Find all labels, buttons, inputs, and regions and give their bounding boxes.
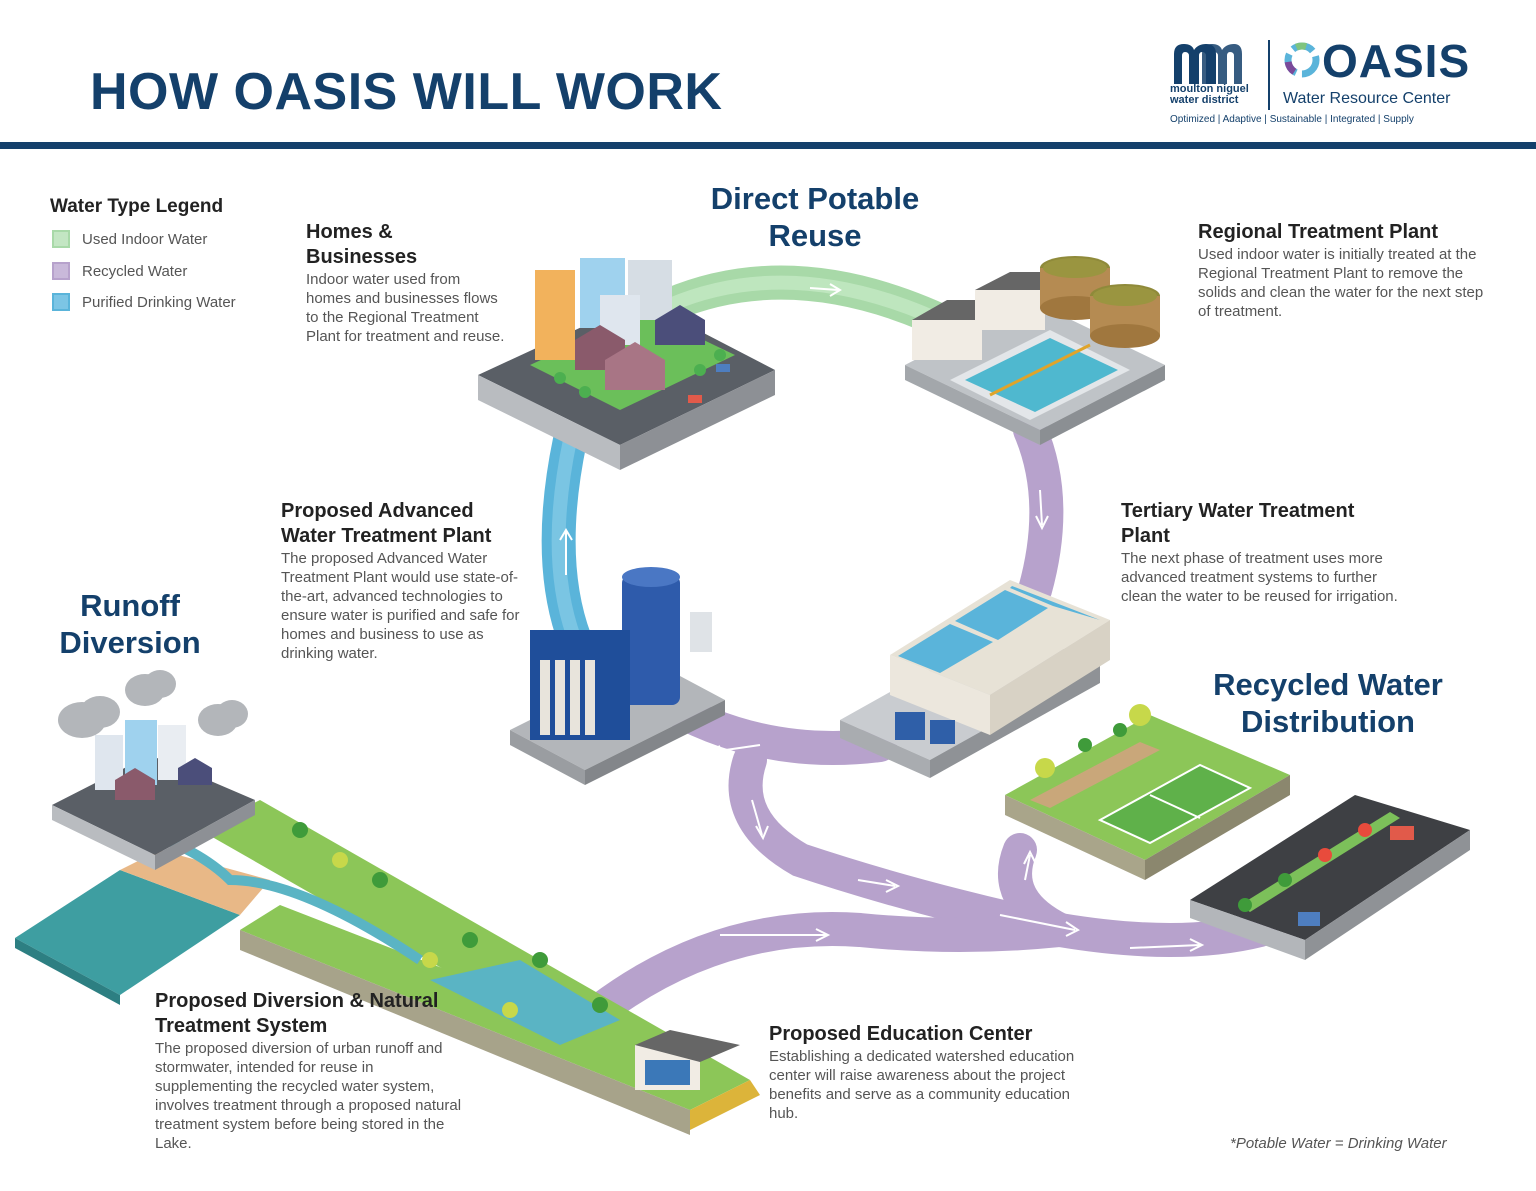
tertiary-treatment-plant-illustration bbox=[840, 580, 1110, 778]
diversion-title: Proposed Diversion & Natural Treatment S… bbox=[155, 990, 439, 1037]
diversion-body: The proposed diversion of urban runoff a… bbox=[155, 1040, 462, 1152]
homes-body: Indoor water used from homes and busines… bbox=[306, 271, 505, 345]
diversion-section: Proposed Diversion & Natural Treatment S… bbox=[155, 989, 465, 1153]
legend-label: Recycled Water bbox=[82, 262, 188, 280]
legend-swatch bbox=[52, 293, 70, 311]
regional-treatment-plant-illustration bbox=[905, 256, 1165, 445]
header-divider bbox=[0, 142, 1536, 149]
footnote: *Potable Water = Drinking Water bbox=[1230, 1135, 1447, 1152]
oasis-subtitle: Water Resource Center bbox=[1283, 90, 1451, 107]
regional-title: Regional Treatment Plant bbox=[1198, 221, 1439, 243]
advanced-section: Proposed Advanced Water Treatment Plant … bbox=[281, 499, 531, 663]
advanced-treatment-plant-illustration bbox=[510, 567, 725, 785]
education-section: Proposed Education Center Establishing a… bbox=[769, 1022, 1079, 1123]
legend-swatch bbox=[52, 262, 70, 280]
used-indoor-water-pipe bbox=[653, 265, 977, 347]
homes-businesses-illustration bbox=[478, 258, 775, 470]
legend-item-used-indoor: Used Indoor Water bbox=[52, 228, 207, 250]
tertiary-body: The next phase of treatment uses more ad… bbox=[1121, 550, 1398, 605]
purified-water-pipe bbox=[541, 423, 592, 657]
education-body: Establishing a dedicated watershed educa… bbox=[769, 1048, 1075, 1122]
education-title: Proposed Education Center bbox=[769, 1023, 1033, 1045]
tagline: Optimized | Adaptive | Sustainable | Int… bbox=[1170, 114, 1414, 125]
district-name: moulton niguel water district bbox=[1170, 83, 1249, 106]
homes-section: Homes & Businesses Indoor water used fro… bbox=[306, 220, 506, 346]
regional-section: Regional Treatment Plant Used indoor wat… bbox=[1198, 220, 1488, 321]
homes-title: Homes & Businesses bbox=[306, 221, 418, 268]
legend-label: Used Indoor Water bbox=[82, 230, 208, 248]
direct-potable-reuse-label: Direct Potable Reuse bbox=[710, 181, 920, 253]
legend-item-recycled: Recycled Water bbox=[52, 260, 187, 282]
runoff-diversion-label: Runoff Diversion bbox=[59, 588, 201, 660]
road-illustration bbox=[1190, 795, 1470, 960]
oasis-name: OASIS bbox=[1322, 35, 1471, 87]
tertiary-section: Tertiary Water Treatment Plant The next … bbox=[1121, 499, 1406, 606]
legend-title: Water Type Legend bbox=[50, 196, 224, 217]
advanced-body: The proposed Advanced Water Treatment Pl… bbox=[281, 550, 520, 662]
legend-label: Purified Drinking Water bbox=[82, 293, 236, 311]
legend-swatch bbox=[52, 230, 70, 248]
advanced-title: Proposed Advanced Water Treatment Plant bbox=[281, 500, 492, 547]
logo-divider bbox=[1268, 40, 1270, 110]
legend-item-purified: Purified Drinking Water bbox=[52, 291, 236, 313]
page-title: HOW OASIS WILL WORK bbox=[90, 63, 723, 121]
oasis-ring-icon bbox=[1284, 42, 1320, 78]
moulton-niguel-logo-icon bbox=[1174, 44, 1242, 84]
recycled-water-distribution-label: Recycled Water Distribution bbox=[1213, 667, 1443, 739]
regional-body: Used indoor water is initially treated a… bbox=[1198, 246, 1484, 320]
tertiary-title: Tertiary Water Treatment Plant bbox=[1121, 500, 1355, 547]
runoff-city-illustration bbox=[52, 670, 255, 870]
